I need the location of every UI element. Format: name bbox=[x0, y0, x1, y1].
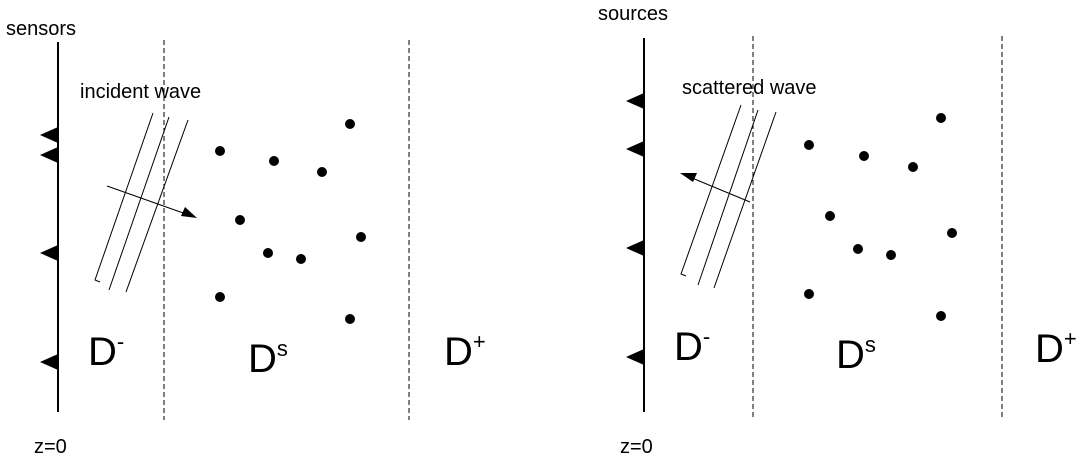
scatterer bbox=[936, 113, 946, 123]
right-wavefronts bbox=[680, 104, 777, 289]
right-wave-label: scattered wave bbox=[682, 77, 817, 99]
left-origin-label: z=0 bbox=[34, 436, 67, 458]
wavefront-line bbox=[697, 109, 759, 286]
left-region-labels: D- Ds D+ bbox=[88, 329, 486, 381]
right-panel: sources scattered wave bbox=[598, 3, 1077, 458]
arrow-shaft bbox=[691, 177, 751, 203]
source-marker bbox=[626, 349, 644, 365]
left-panel: sensors incident wave bbox=[6, 18, 486, 458]
wavefront-line bbox=[125, 119, 189, 293]
scatterer bbox=[215, 292, 225, 302]
scatterer bbox=[263, 248, 273, 258]
region-d-minus: D- bbox=[88, 329, 124, 374]
right-region-labels: D- Ds D+ bbox=[674, 324, 1077, 377]
sensor-marker bbox=[40, 147, 58, 163]
scatterer bbox=[804, 289, 814, 299]
right-scatterers bbox=[804, 113, 957, 321]
sensor-marker bbox=[40, 245, 58, 261]
left-scatterers bbox=[215, 119, 366, 324]
source-marker bbox=[626, 93, 644, 109]
scatterer bbox=[269, 156, 279, 166]
left-top-label: sensors bbox=[6, 18, 76, 40]
sensor-marker bbox=[40, 354, 58, 370]
scatterer bbox=[317, 167, 327, 177]
right-source-markers bbox=[626, 93, 644, 365]
scatterer bbox=[345, 119, 355, 129]
region-d-s: Ds bbox=[248, 336, 288, 381]
region-d-plus: D+ bbox=[444, 329, 486, 374]
source-marker bbox=[626, 240, 644, 256]
left-propagation-arrow bbox=[106, 185, 197, 218]
scatterer bbox=[296, 254, 306, 264]
region-d-minus: D- bbox=[674, 324, 710, 369]
scatterer bbox=[235, 215, 245, 225]
wavefront-line bbox=[108, 116, 170, 291]
scatterer bbox=[804, 140, 814, 150]
arrow-head bbox=[181, 207, 197, 218]
left-wave-label: incident wave bbox=[80, 81, 201, 103]
scatterer bbox=[947, 228, 957, 238]
wavefront-line bbox=[94, 112, 154, 283]
scatterer bbox=[859, 151, 869, 161]
scatterer bbox=[908, 162, 918, 172]
left-sensor-markers bbox=[40, 127, 58, 370]
scatterer bbox=[886, 250, 896, 260]
scatterer bbox=[356, 232, 366, 242]
scatterer bbox=[936, 311, 946, 321]
right-propagation-arrow bbox=[680, 173, 751, 203]
arrow-head bbox=[680, 173, 697, 182]
scatterer bbox=[853, 244, 863, 254]
right-top-label: sources bbox=[598, 3, 668, 25]
scatterer bbox=[825, 211, 835, 221]
arrow-shaft bbox=[106, 185, 187, 215]
region-d-s: Ds bbox=[836, 332, 876, 377]
sensor-marker bbox=[40, 127, 58, 143]
scatterer bbox=[345, 314, 355, 324]
source-marker bbox=[626, 141, 644, 157]
wavefront-line bbox=[680, 104, 742, 277]
right-origin-label: z=0 bbox=[620, 436, 653, 458]
left-wavefronts bbox=[94, 112, 189, 293]
region-d-plus: D+ bbox=[1035, 326, 1077, 371]
scatterer bbox=[215, 146, 225, 156]
